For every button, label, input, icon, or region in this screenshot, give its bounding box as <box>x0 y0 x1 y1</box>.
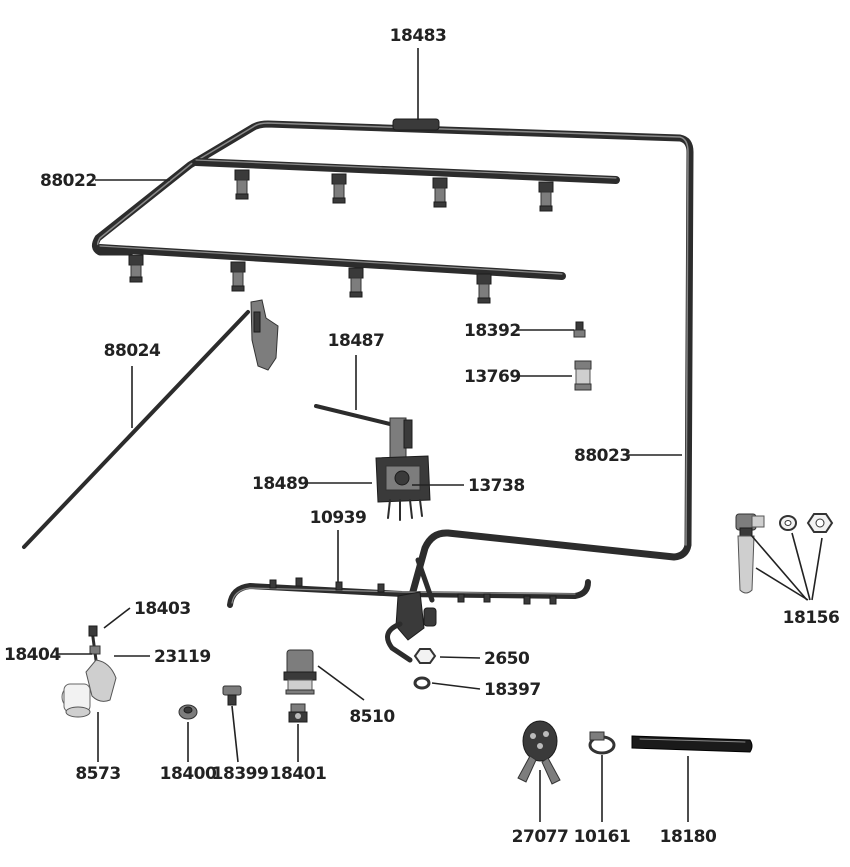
label-2650: 2650 <box>484 649 530 669</box>
nut-18400 <box>178 704 198 720</box>
connector-8510 <box>283 649 317 695</box>
label-10161: 10161 <box>574 827 631 847</box>
label-18404: 18404 <box>4 645 61 665</box>
label-18401: 18401 <box>270 764 327 784</box>
sleeve-13769 <box>574 360 592 391</box>
hose-18180 <box>631 735 753 753</box>
upper-bar-nozzles <box>234 169 554 212</box>
spray-frame-tubing <box>91 118 694 599</box>
label-23119: 23119 <box>154 647 211 667</box>
label-88022: 88022 <box>40 171 97 191</box>
leader-lines <box>58 48 823 822</box>
label-13769: 13769 <box>464 367 521 387</box>
bracket <box>250 299 279 371</box>
nut-2650 <box>413 648 437 664</box>
label-13738: 13738 <box>468 476 525 496</box>
washer-18397 <box>413 676 431 690</box>
elbow-18156 <box>735 513 834 594</box>
label-18487: 18487 <box>328 331 385 351</box>
filter-assembly-8573 <box>61 625 117 718</box>
manifold-10939 <box>227 557 591 663</box>
label-18156: 18156 <box>783 608 840 628</box>
label-18403: 18403 <box>134 599 191 619</box>
valve-assembly <box>314 404 431 521</box>
label-88023: 88023 <box>574 446 631 466</box>
label-18489: 18489 <box>252 474 309 494</box>
splitter-27077 <box>517 720 561 785</box>
label-18483: 18483 <box>390 26 447 46</box>
rod-88024 <box>22 299 279 549</box>
label-18392: 18392 <box>464 321 521 341</box>
label-88024: 88024 <box>104 341 161 361</box>
label-18180: 18180 <box>660 827 717 847</box>
label-18399: 18399 <box>212 764 269 784</box>
fitting-18392 <box>573 321 586 338</box>
part-labels: 18483 88022 88024 18487 18392 13769 8802… <box>4 26 840 847</box>
label-18400: 18400 <box>160 764 217 784</box>
screw-18399 <box>222 685 242 706</box>
label-8573: 8573 <box>75 764 120 784</box>
label-18397: 18397 <box>484 680 541 700</box>
coupler-18483 <box>392 118 440 131</box>
label-8510: 8510 <box>349 707 395 727</box>
label-27077: 27077 <box>512 827 569 847</box>
fitting-18401 <box>288 703 308 723</box>
label-10939: 10939 <box>310 508 367 528</box>
hose-clamp-10161 <box>588 731 616 755</box>
lower-bar-nozzles <box>128 254 492 304</box>
